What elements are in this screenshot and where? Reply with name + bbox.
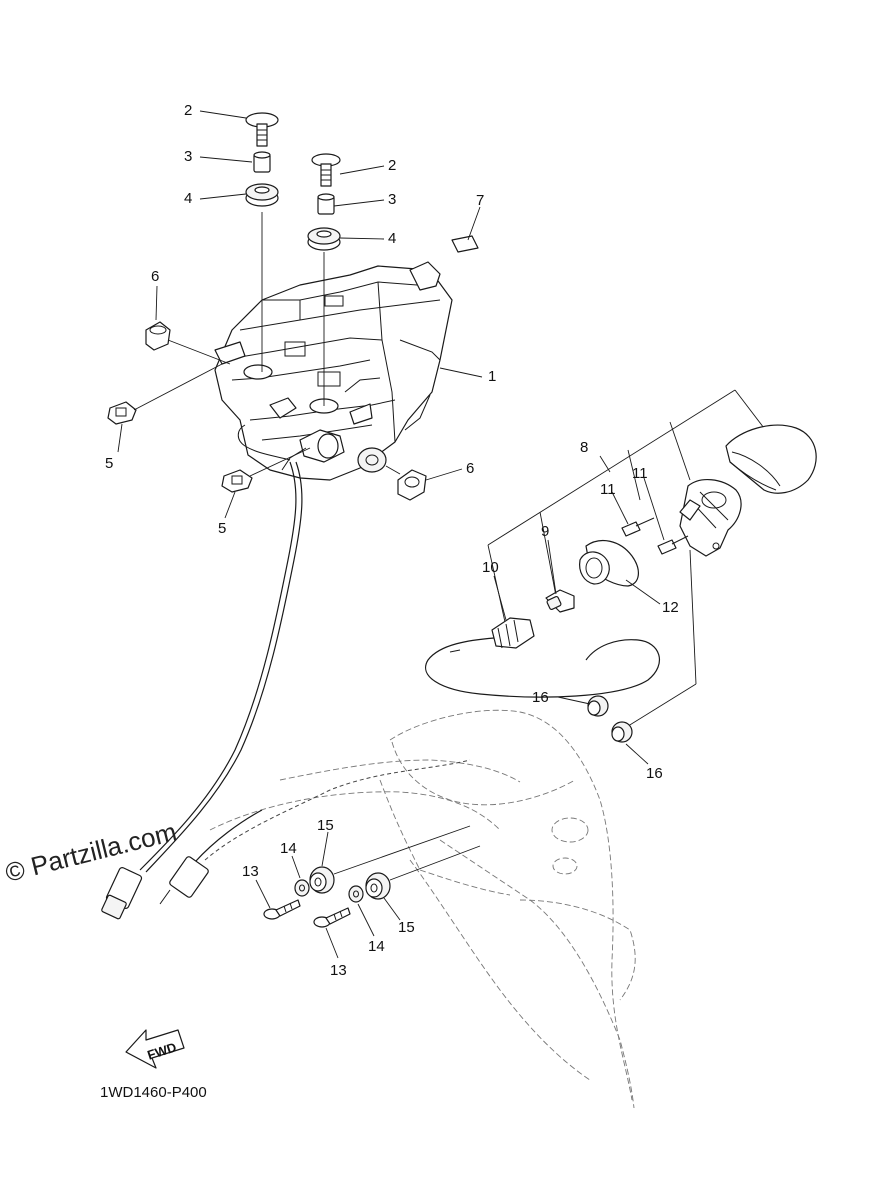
grommet-15-right <box>365 872 391 900</box>
washer-14-right <box>348 885 364 903</box>
callout-1: 1 <box>488 368 496 385</box>
socket-cord-10 <box>491 617 535 649</box>
rear-fender-ghost-outline <box>209 709 636 1109</box>
screw-11-upper <box>621 517 655 537</box>
tail-light-housing <box>214 261 453 481</box>
fwd-arrow-icon: FWD <box>125 1029 185 1069</box>
license-light-bracket-lines <box>487 389 771 737</box>
callout-16-lower: 16 <box>646 765 663 782</box>
drawing-code: 1WD1460-P400 <box>100 1084 207 1101</box>
fender-wire <box>194 809 263 863</box>
callout-3-right: 3 <box>388 191 396 208</box>
license-light-base <box>679 479 742 557</box>
coupler-center <box>159 856 209 905</box>
damper-6-left <box>145 321 171 351</box>
grommet-16-lower <box>611 721 633 743</box>
washer-14-left <box>294 879 310 897</box>
socket-plate-12 <box>579 539 639 587</box>
damper-6-right <box>357 447 427 501</box>
grommet-16-upper <box>587 695 609 717</box>
license-light-lens-cover <box>725 424 817 494</box>
callout-14-right: 14 <box>368 938 385 955</box>
callout-2-left: 2 <box>184 102 192 119</box>
callout-8: 8 <box>580 439 588 456</box>
callout-6-left: 6 <box>151 268 159 285</box>
grommet-15-left <box>309 866 335 894</box>
callout-15-right: 15 <box>398 919 415 936</box>
nut-5-center <box>221 469 253 493</box>
nut-5-left <box>107 401 137 425</box>
callout-10: 10 <box>482 559 499 576</box>
callout-15-left: 15 <box>317 817 334 834</box>
callout-3-left: 3 <box>184 148 192 165</box>
callout-11-lower: 11 <box>632 465 648 482</box>
leader-line-nut-center <box>249 447 311 477</box>
fender-wire-routing <box>204 759 471 861</box>
callout-14-left: 14 <box>280 840 297 857</box>
leader-line-nut-left <box>133 363 223 411</box>
screw-2-right <box>311 153 341 187</box>
housing-wire-lead <box>139 461 297 871</box>
screw-11-lower <box>657 535 689 555</box>
leader-line-fastener-left <box>333 825 471 875</box>
callout-9: 9 <box>541 523 549 540</box>
housing-bulb-socket <box>237 397 345 471</box>
callout-4-left: 4 <box>184 190 192 207</box>
callout-16-upper: 16 <box>532 689 549 706</box>
grommet-4-right <box>307 227 341 251</box>
callout-2-right: 2 <box>388 157 396 174</box>
partzilla-watermark: © Partzilla.com <box>2 816 179 887</box>
socket-cord-wire-tip <box>449 649 461 653</box>
callout-6-right: 6 <box>466 460 474 477</box>
callout-13-right: 13 <box>330 962 347 979</box>
callout-12: 12 <box>662 599 679 616</box>
leader-line-damper-right <box>385 465 401 475</box>
collar-3-left <box>253 151 271 173</box>
housing-wire-lead-inner <box>145 461 303 873</box>
screw-13-right <box>313 907 351 928</box>
tape-7 <box>451 235 479 253</box>
screw-13-left <box>263 899 301 920</box>
callout-11-upper: 11 <box>600 481 616 498</box>
callout-leader-lines <box>117 110 665 959</box>
callout-5-center: 5 <box>218 520 226 537</box>
callout-5-left: 5 <box>105 455 113 472</box>
collar-3-right <box>317 193 335 215</box>
callout-4-right: 4 <box>388 230 396 247</box>
callout-7: 7 <box>476 192 484 209</box>
socket-cord-wire <box>425 637 660 698</box>
leader-line-fastener-right <box>389 845 481 881</box>
callout-13-left: 13 <box>242 863 259 880</box>
grommet-4-left <box>245 183 279 207</box>
callout-labels: 2 3 4 2 3 4 7 6 1 5 5 6 8 11 11 9 10 12 … <box>105 102 679 979</box>
screw-2-left <box>245 112 279 147</box>
coupler-left <box>101 867 143 920</box>
leader-line-damper-left <box>167 339 231 365</box>
bulb-9 <box>545 589 575 613</box>
